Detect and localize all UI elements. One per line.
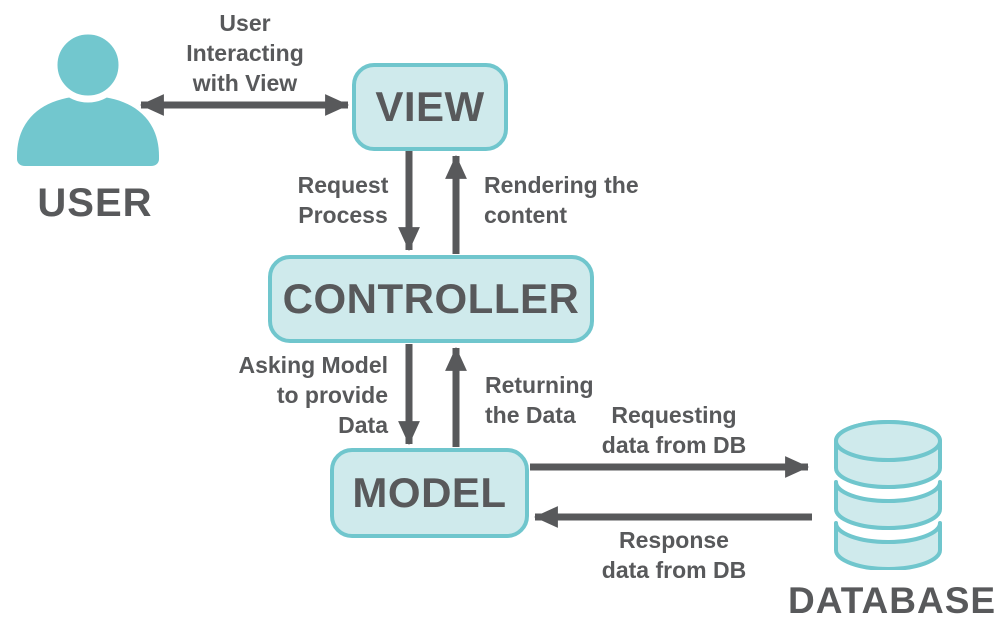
edge-label-asking-model-provide-data: Asking Model to provide Data [228,350,388,440]
database-caption-text: DATABASE [788,580,997,621]
edge-label-requesting-data-from-db: Requesting data from DB [599,400,749,460]
user-caption: USER [10,181,180,226]
edge-label-line: Process [298,202,388,228]
edge-label-line: to provide [276,382,388,408]
edge-label-line: Interacting [186,40,304,66]
database-caption: DATABASE [788,580,995,622]
edge-label-line: with View [192,70,298,96]
user-icon [17,27,159,166]
edge-label-response-data-from-db: Response data from DB [599,525,749,585]
database-disk-middle [834,480,942,530]
edge-label-line: Response [619,527,729,553]
edge-label-line: content [484,202,568,228]
edge-label-line: Request [297,172,389,198]
controller-node-label: CONTROLLER [282,275,580,322]
controller-node: CONTROLLER [268,255,594,343]
edge-label-rendering-content: Rendering the content [484,170,654,230]
model-node: MODEL [330,448,529,538]
edge-label-line: data from DB [601,432,747,458]
user-icon-head [50,27,126,103]
edge-label-returning-the-data: Returning the Data [485,370,645,430]
edge-label-line: Returning [485,372,594,398]
database-disk-bottom [834,521,942,570]
user-icon-body [17,96,159,166]
view-node: VIEW [352,63,508,151]
model-node-label: MODEL [352,469,507,516]
edge-label-line: data from DB [601,557,747,583]
database-icon [834,420,942,570]
edge-label-line: Rendering the [484,172,639,198]
user-caption-text: USER [37,181,153,225]
database-disk-top-lid [834,420,942,462]
edge-label-line: User [219,10,271,36]
view-node-label: VIEW [375,83,485,130]
edge-label-line: Data [338,412,388,438]
edge-label-line: Requesting [611,402,737,428]
edge-label-request-process: Request Process [281,170,405,230]
edge-label-line: Asking Model [238,352,388,378]
edge-label-line: the Data [485,402,576,428]
edge-label-user-interacting-with-view: User Interacting with View [155,8,335,98]
